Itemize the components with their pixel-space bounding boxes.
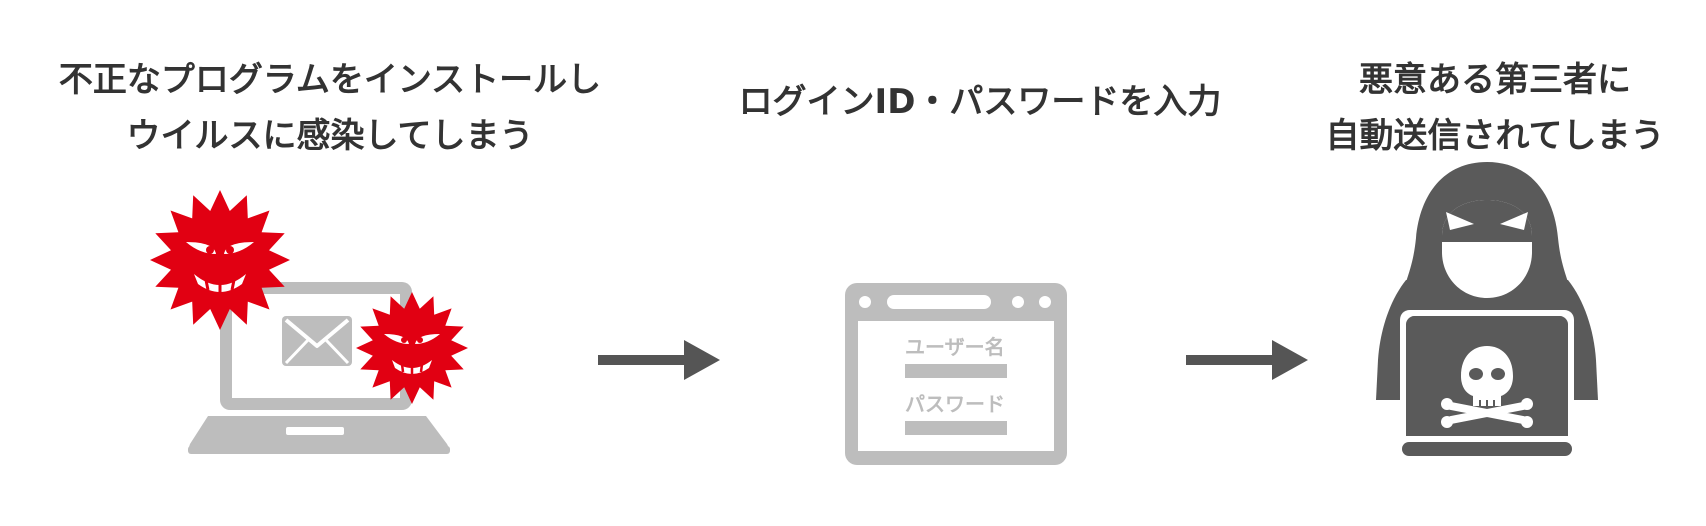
step2-caption-line1: ログインID・パスワードを入力 bbox=[738, 82, 1222, 122]
hacker-icon bbox=[1376, 162, 1598, 456]
arrow-right-icon bbox=[1186, 340, 1308, 380]
browser-login-icon: ユーザー名 パスワード bbox=[845, 283, 1067, 465]
virus-icon bbox=[150, 190, 290, 330]
password-field bbox=[905, 421, 1007, 435]
step3-caption-line2: 自動送信されてしまう bbox=[1325, 116, 1665, 156]
envelope-icon bbox=[282, 316, 352, 366]
step1-caption-line1: 不正なプログラムをインストールし bbox=[58, 60, 602, 100]
username-label: ユーザー名 bbox=[905, 335, 1005, 359]
username-field bbox=[905, 364, 1007, 378]
virus-icon bbox=[356, 292, 468, 404]
step1-caption-line2: ウイルスに感染してしまう bbox=[126, 116, 534, 156]
step2-caption: ログインID・パスワードを入力 bbox=[700, 74, 1260, 130]
arrow-right-icon bbox=[598, 340, 720, 380]
skull-icon bbox=[1441, 346, 1533, 428]
step1-caption: 不正なプログラムをインストールし ウイルスに感染してしまう bbox=[20, 52, 640, 164]
password-label: パスワード bbox=[905, 392, 1005, 416]
infected-laptop-illustration bbox=[150, 190, 468, 454]
step3-caption: 悪意ある第三者に 自動送信されてしまう bbox=[1300, 52, 1690, 164]
step3-caption-line1: 悪意ある第三者に bbox=[1359, 60, 1631, 100]
